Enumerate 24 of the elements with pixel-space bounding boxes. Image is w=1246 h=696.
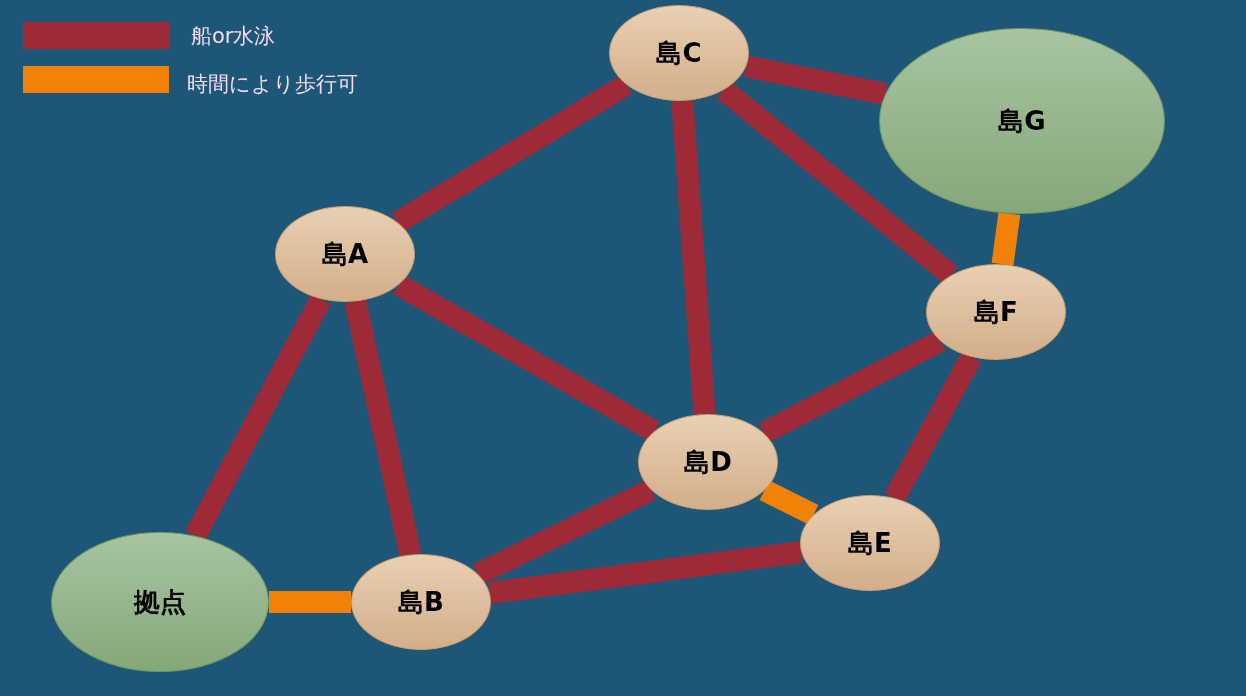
route-line: [884, 351, 982, 504]
route-line: [185, 293, 331, 541]
island-label: 島D: [684, 445, 732, 479]
route-line: [393, 275, 660, 441]
island-label: 拠点: [134, 585, 186, 619]
route-line: [991, 212, 1021, 266]
island-label: 島C: [656, 36, 702, 70]
island-label: 島E: [848, 526, 892, 560]
legend-label: 時間により歩行可: [187, 71, 358, 98]
island-label: 島A: [321, 237, 369, 271]
route-line: [758, 331, 946, 443]
route-line: [344, 299, 422, 557]
legend-label: 船or水泳: [191, 23, 276, 50]
island-label: 島F: [974, 295, 1018, 329]
island-label: 島B: [398, 585, 444, 619]
island-label: 島G: [998, 104, 1046, 138]
route-line: [488, 541, 803, 604]
route-line: [717, 81, 958, 284]
route-line: [473, 479, 656, 585]
route-line: [671, 100, 716, 415]
route-line: [391, 75, 633, 232]
route-line: [744, 55, 888, 105]
route-line: [759, 480, 819, 525]
route-line: [269, 591, 351, 613]
